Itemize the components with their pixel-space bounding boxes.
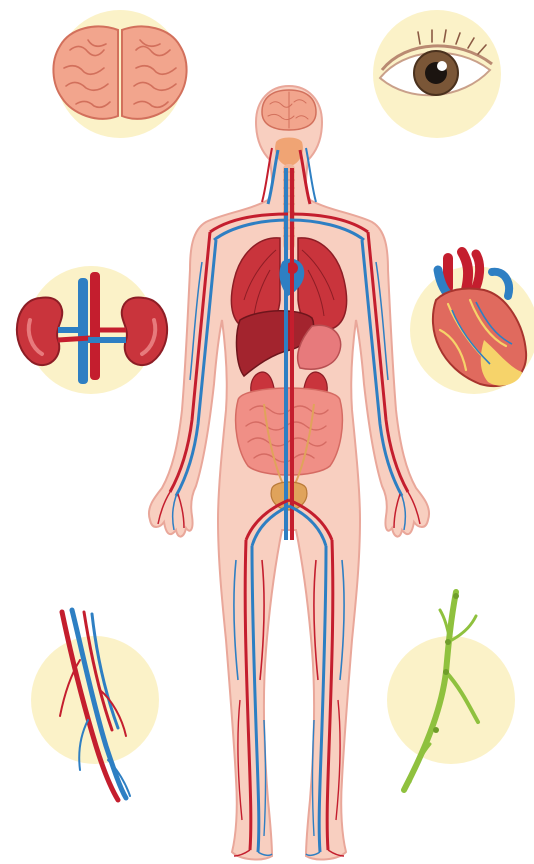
nerve-backdrop	[387, 636, 515, 764]
intestines	[236, 388, 343, 475]
human-body-icon	[149, 86, 429, 859]
